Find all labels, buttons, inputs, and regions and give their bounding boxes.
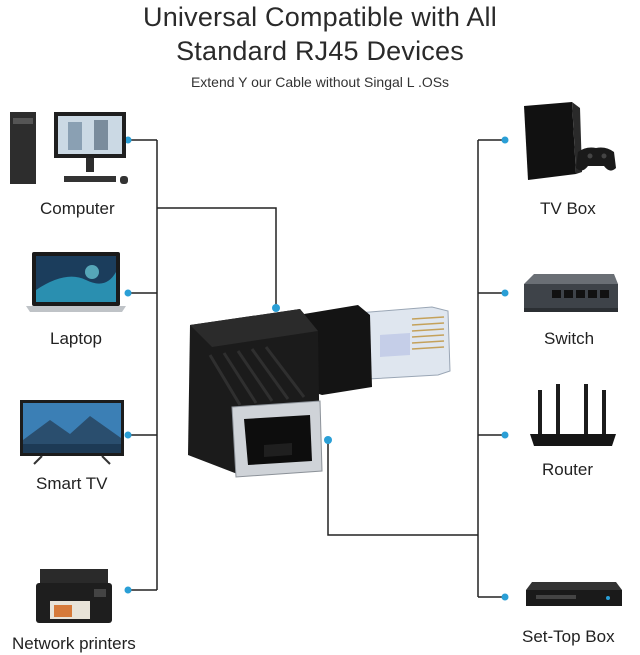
desktop-computer-icon — [10, 112, 128, 184]
right-device-label: TV Box — [540, 199, 596, 218]
right-device-router — [528, 384, 618, 450]
left-device-label: Smart TV — [36, 474, 108, 493]
title-line-1: Universal Compatible with All — [143, 2, 497, 32]
right-device-set-top-box — [524, 578, 624, 614]
left-device-label: Laptop — [50, 329, 102, 348]
right-device-label: Set-Top Box — [522, 627, 615, 646]
subtitle: Extend Y our Cable without Singal L .OSs — [190, 74, 450, 90]
right-device-switch — [520, 268, 620, 318]
title-line-2: Standard RJ45 Devices — [176, 36, 464, 66]
set-top-box-icon — [526, 582, 622, 606]
left-device-laptop — [26, 250, 126, 315]
header: Universal Compatible with All Standard R… — [0, 0, 640, 90]
right-device-tv-box — [520, 100, 620, 182]
left-device-computer — [10, 108, 130, 188]
rj45-adapter-icon — [188, 305, 451, 478]
left-device-label: Computer — [40, 199, 115, 218]
right-device-label: Switch — [544, 329, 595, 348]
network-switch-icon — [524, 274, 618, 312]
printer-icon — [36, 569, 112, 623]
right-device-label: Router — [542, 460, 594, 479]
smart-tv-icon — [20, 400, 124, 465]
game-console-icon — [524, 102, 616, 180]
wifi-router-icon — [530, 384, 616, 446]
left-device-smart-tv — [20, 400, 126, 466]
left-device-label: Network printers — [12, 634, 136, 653]
laptop-icon — [26, 252, 126, 312]
left-device-printer — [34, 565, 114, 627]
